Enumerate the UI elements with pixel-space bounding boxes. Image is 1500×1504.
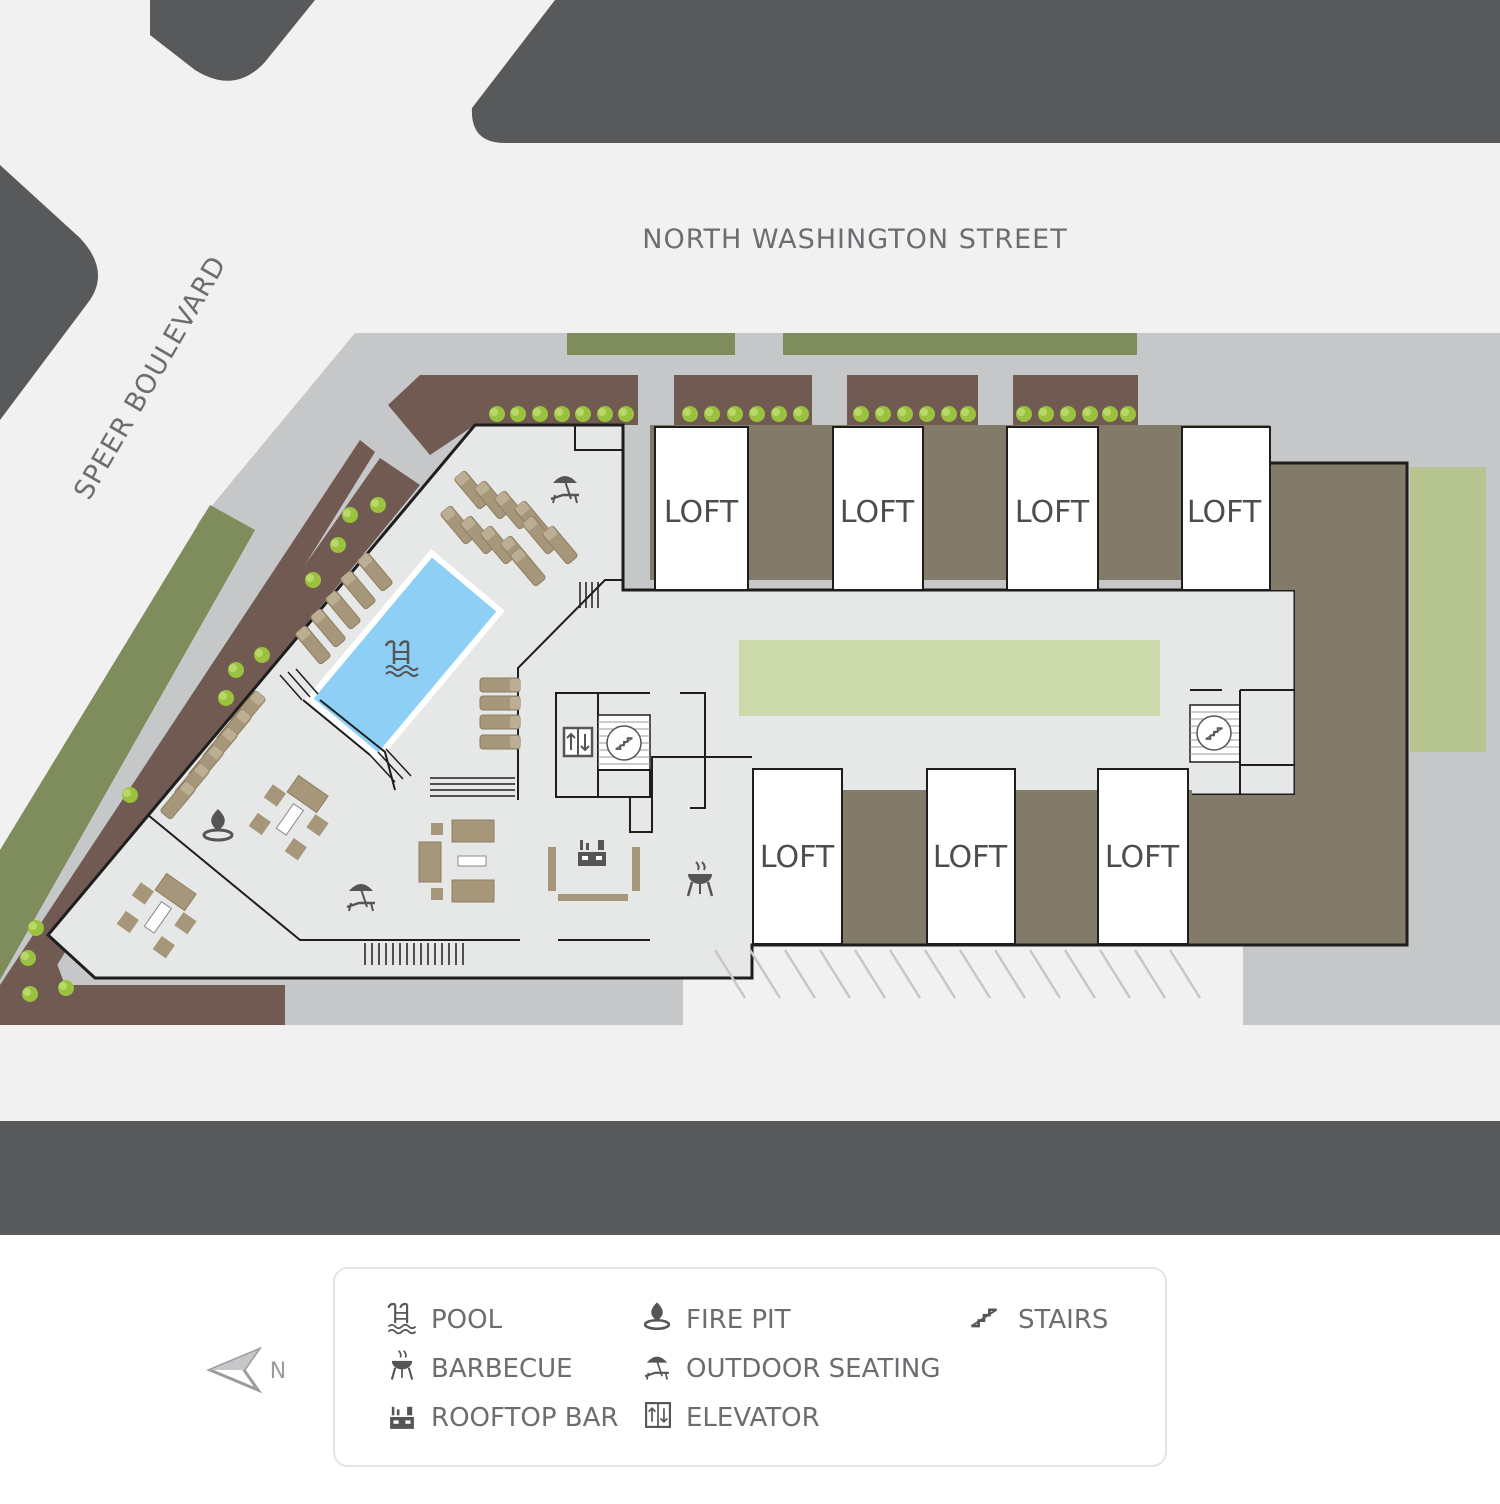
loft-label: LOFT <box>1105 840 1180 875</box>
stairs-icon <box>606 725 642 761</box>
lounge-divider <box>147 814 520 941</box>
loft-unit-7[interactable]: LOFT <box>1097 768 1189 945</box>
storage-wall <box>574 425 623 451</box>
core-east <box>1189 689 1295 795</box>
lawn-north-2 <box>783 333 1137 355</box>
legend: POOL BARBECUE ROOFTOP BAR FIRE PIT OUTDO… <box>333 1267 1167 1467</box>
stairs-icon <box>1196 715 1232 751</box>
loft-unit-6[interactable]: LOFT <box>926 768 1016 945</box>
legend-item-stairs: STAIRS <box>970 1305 1108 1335</box>
loft-label: LOFT <box>933 840 1008 875</box>
courtyard-lawn <box>739 640 1160 716</box>
legend-label: FIRE PIT <box>686 1305 791 1335</box>
legend-label: POOL <box>431 1305 503 1335</box>
steps-pool <box>279 668 412 783</box>
legend-label: STAIRS <box>1018 1305 1108 1335</box>
compass-north-label: N <box>270 1359 286 1384</box>
rooftop-bar <box>548 840 640 901</box>
seating-group-2 <box>116 872 197 959</box>
loft-unit-1[interactable]: LOFT <box>654 426 749 591</box>
steps-south-terrace <box>430 777 515 797</box>
legend-label: ROOFTOP BAR <box>431 1403 618 1433</box>
seating-group-1 <box>248 774 329 861</box>
legend-label: BARBECUE <box>431 1354 573 1384</box>
loft-label: LOFT <box>1015 495 1090 530</box>
legend-label: ELEVATOR <box>686 1403 820 1433</box>
road-block-north <box>471 0 1500 143</box>
parking-gap <box>683 945 1243 1025</box>
legend-item-outdoor-seating: OUTDOOR SEATING <box>644 1354 941 1384</box>
lawn-west <box>0 505 255 980</box>
legend-item-pool: POOL <box>387 1302 503 1335</box>
loft-unit-2[interactable]: LOFT <box>832 426 924 591</box>
steps-northwest <box>579 582 599 608</box>
roof-north <box>650 425 1270 580</box>
road-south <box>0 1121 1500 1235</box>
elevator-icon <box>645 1402 671 1428</box>
elevator-icon <box>562 726 594 758</box>
legend-item-elevator: ELEVATOR <box>645 1402 820 1433</box>
legend-label: OUTDOOR SEATING <box>686 1354 941 1384</box>
roof-outline <box>752 461 1409 947</box>
loft-label: LOFT <box>760 840 835 875</box>
terrace-wall <box>517 425 624 800</box>
parking-stripes <box>713 949 1202 999</box>
pool <box>305 549 505 761</box>
lawn-north-1 <box>567 333 735 355</box>
loft-label: LOFT <box>664 495 739 530</box>
loft-label: LOFT <box>1187 495 1262 530</box>
compass: N <box>206 1346 286 1394</box>
lawn-east <box>1410 467 1486 752</box>
road-block-northwest <box>150 0 315 81</box>
street-label-north: NORTH WASHINGTON STREET <box>642 224 1067 255</box>
loft-label: LOFT <box>840 495 915 530</box>
roof-east <box>1190 463 1407 945</box>
steps-south <box>364 943 464 965</box>
loft-unit-4[interactable]: LOFT <box>1181 426 1271 591</box>
road-block-west <box>0 165 98 420</box>
legend-item-barbecue: BARBECUE <box>390 1349 573 1384</box>
planter-southwest <box>0 985 285 1025</box>
loft-unit-3[interactable]: LOFT <box>1006 426 1099 591</box>
core-west <box>555 692 752 833</box>
loft-unit-5[interactable]: LOFT <box>752 768 843 945</box>
planter-north-4 <box>1013 375 1138 425</box>
legend-item-rooftop-bar: ROOFTOP BAR <box>390 1403 618 1433</box>
legend-item-fire-pit: FIRE PIT <box>643 1301 791 1335</box>
seating-group-3 <box>418 819 495 903</box>
